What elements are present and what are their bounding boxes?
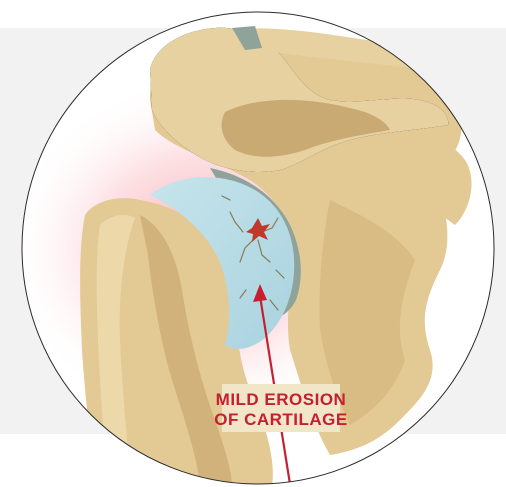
annotation-line-1: MILD EROSION: [216, 390, 347, 409]
annotation-line-2: OF CARTILAGE: [214, 410, 348, 429]
